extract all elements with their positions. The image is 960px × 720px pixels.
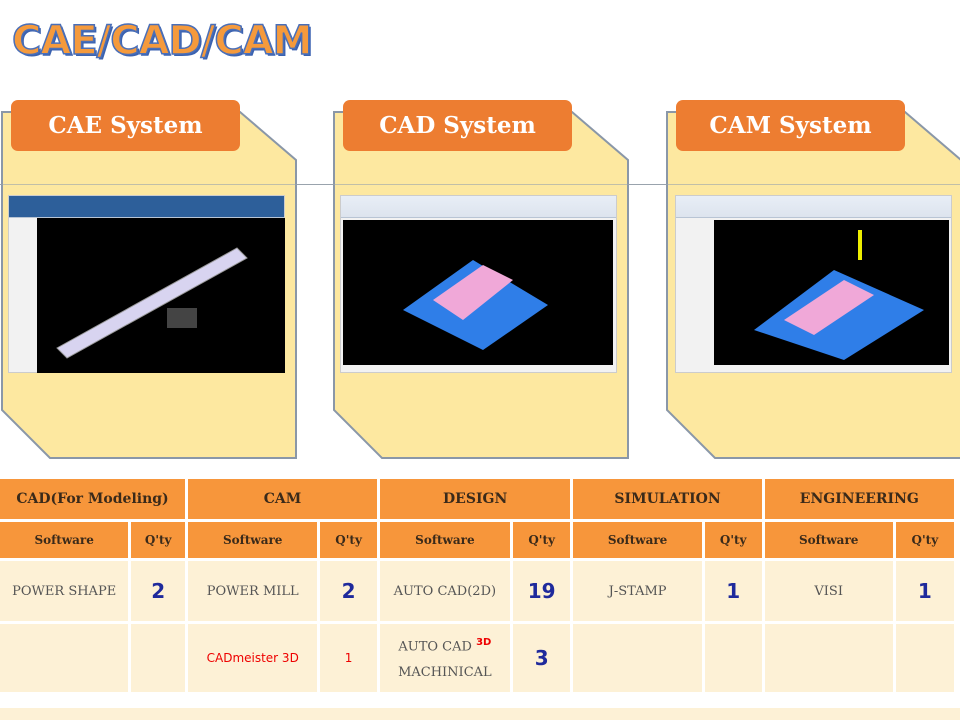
cam-screenshot bbox=[675, 195, 952, 373]
group-simulation: SIMULATION bbox=[573, 479, 762, 519]
col-software: Software bbox=[379, 522, 510, 558]
divider-overlay bbox=[0, 184, 960, 185]
software-cell: POWER SHAPE bbox=[0, 561, 129, 621]
cae-screenshot bbox=[8, 195, 285, 373]
table-bottom-strip bbox=[0, 708, 960, 720]
empty-cell bbox=[764, 624, 893, 692]
empty-cell bbox=[895, 624, 954, 692]
group-cad: CAD(For Modeling) bbox=[0, 479, 186, 519]
col-software: Software bbox=[573, 522, 702, 558]
software-table: CAD(For Modeling) CAM DESIGN SIMULATION … bbox=[0, 476, 957, 695]
qty-cell: 19 bbox=[512, 561, 571, 621]
qty-cell: 1 bbox=[895, 561, 954, 621]
col-software: Software bbox=[0, 522, 129, 558]
col-qty: Q'ty bbox=[320, 522, 377, 558]
cad-system-badge: CAD System bbox=[343, 100, 572, 151]
col-software: Software bbox=[188, 522, 318, 558]
page-title: CAE/CAD/CAM bbox=[11, 17, 313, 65]
design-3d-superscript: 3D bbox=[476, 636, 492, 648]
cae-system-badge: CAE System bbox=[11, 100, 240, 151]
empty-cell bbox=[0, 624, 129, 692]
qty-cell: 1 bbox=[704, 561, 762, 621]
qty-cell: 2 bbox=[131, 561, 186, 621]
group-cam: CAM bbox=[188, 479, 377, 519]
col-qty: Q'ty bbox=[512, 522, 571, 558]
group-engineering: ENGINEERING bbox=[764, 479, 954, 519]
empty-cell bbox=[704, 624, 762, 692]
software-cell: POWER MILL bbox=[188, 561, 318, 621]
empty-cell bbox=[131, 624, 186, 692]
software-cell: AUTO CAD(2D) bbox=[379, 561, 510, 621]
col-software: Software bbox=[764, 522, 893, 558]
software-cell: J-STAMP bbox=[573, 561, 702, 621]
qty-cell: 2 bbox=[320, 561, 377, 621]
group-design: DESIGN bbox=[379, 479, 571, 519]
col-qty: Q'ty bbox=[131, 522, 186, 558]
qty-cell: 1 bbox=[320, 624, 377, 692]
software-cell: CADmeister 3D bbox=[188, 624, 318, 692]
empty-cell bbox=[573, 624, 702, 692]
software-cell: VISI bbox=[764, 561, 893, 621]
cam-system-badge: CAM System bbox=[676, 100, 905, 151]
software-cell: AUTO CAD 3D MACHINICAL bbox=[379, 624, 510, 692]
design-line-2: MACHINICAL bbox=[398, 665, 492, 681]
col-qty: Q'ty bbox=[895, 522, 954, 558]
col-qty: Q'ty bbox=[704, 522, 762, 558]
qty-cell: 3 bbox=[512, 624, 571, 692]
cad-screenshot bbox=[340, 195, 617, 373]
design-line-1: AUTO CAD bbox=[398, 639, 472, 655]
